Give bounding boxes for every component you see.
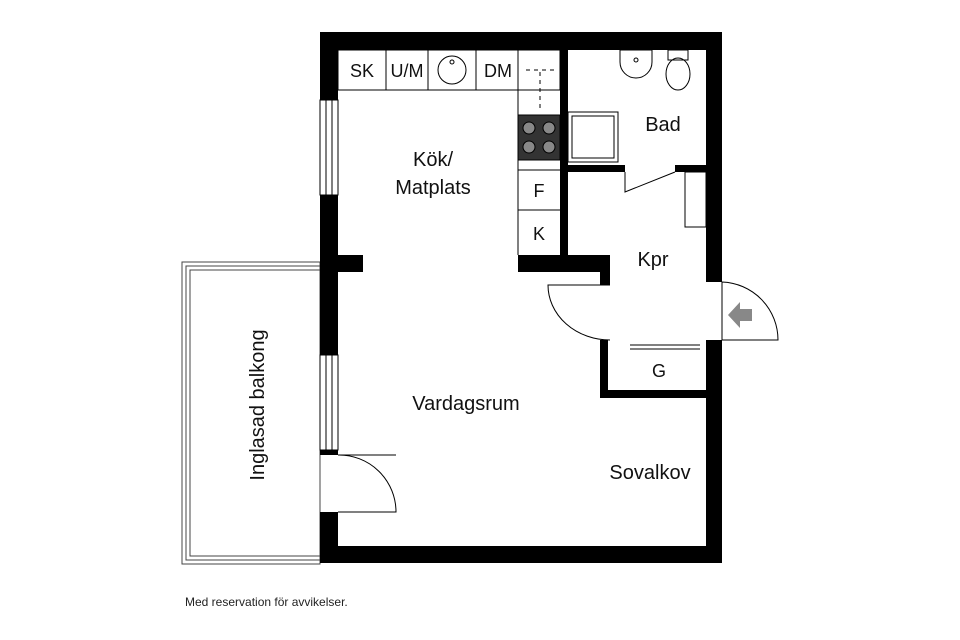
bath-door	[624, 171, 676, 193]
dm-label: DM	[484, 61, 512, 81]
toilet-icon	[667, 49, 689, 61]
kitchen-label-2: Matplats	[395, 177, 471, 199]
closet-label: G	[652, 361, 666, 381]
bath-fixtures	[567, 49, 691, 163]
kitchen-label: Kök/	[413, 149, 453, 171]
balcony-door	[337, 454, 397, 513]
sk-label: SK	[350, 61, 374, 81]
hall-label: Kpr	[637, 249, 668, 271]
bath-label: Bad	[645, 114, 681, 136]
shower-icon	[567, 111, 619, 163]
freezer-label: K	[533, 224, 545, 244]
hall-cabinet	[684, 171, 707, 228]
doors	[337, 171, 779, 513]
kitchen-counter	[337, 49, 561, 255]
balcony-label: Inglasad balkong	[247, 329, 269, 480]
fridge-label: F	[534, 181, 545, 201]
stove-icon	[517, 114, 561, 161]
sink-icon	[437, 55, 467, 85]
hall-door	[547, 284, 611, 341]
bedroom-label: Sovalkov	[609, 462, 690, 484]
washbasin-icon	[619, 49, 653, 79]
entrance-arrow-icon	[728, 302, 752, 328]
windows	[319, 99, 339, 451]
closet-sliding-door	[630, 344, 700, 350]
living-label: Vardagsrum	[412, 393, 519, 415]
walls	[320, 32, 722, 563]
entry-door	[721, 281, 779, 341]
um-label: U/M	[391, 61, 424, 81]
disclaimer-note: Med reservation för avvikelser.	[185, 595, 348, 609]
